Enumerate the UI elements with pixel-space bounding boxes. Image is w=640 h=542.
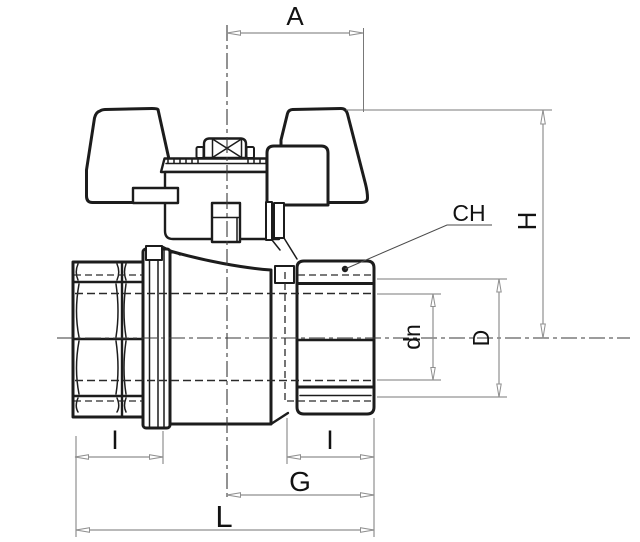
dimension-lines: [75, 32, 544, 531]
left-cap-chamfer-arcs: [75, 263, 127, 413]
right-cap-outline: [295, 259, 376, 416]
arrowhead-i-left-b: [149, 454, 164, 460]
hub-notch-inner-lines: [211, 216, 241, 243]
arrowhead-d-bottom: [496, 383, 502, 398]
dimension-labels: A CH H dn D I I G L: [111, 1, 542, 534]
arrowhead-dn-bottom: [430, 367, 436, 381]
arrowhead-l-right: [360, 527, 375, 533]
arrowhead-g-left: [226, 492, 241, 498]
label-g: G: [289, 466, 311, 497]
left-cap-hex-facet-lines: [71, 280, 145, 398]
dimension-arrowheads: [74, 30, 546, 533]
arrowhead-i-right-b: [360, 454, 375, 460]
stem-nut: [202, 137, 248, 160]
ext-dn: [377, 293, 441, 381]
hidden-lines: [74, 272, 373, 404]
label-h: H: [512, 212, 542, 231]
central-body: [168, 237, 298, 426]
arrowhead-dn-top: [430, 293, 436, 307]
hub-right-rib-outer: [273, 202, 285, 239]
arrowhead-a-right: [349, 30, 364, 36]
gland-block: [145, 245, 163, 261]
label-a: A: [286, 1, 304, 31]
right-wing-front-plate: [265, 144, 330, 207]
label-d: D: [468, 330, 494, 347]
bore-hidden-lines: [75, 292, 373, 382]
hub-notch: [210, 201, 242, 244]
ch-leader-line: [344, 224, 492, 270]
label-i-left: I: [111, 425, 119, 455]
ch-leader: [344, 224, 492, 270]
arrowhead-i-left-a: [74, 454, 89, 460]
ext-d: [377, 278, 507, 398]
valve-body-group: [71, 237, 376, 430]
hub-right-rib-inner: [265, 201, 273, 241]
right-cap-facet-lines-heavy: [295, 282, 376, 389]
left-end-cap: [71, 260, 145, 419]
label-i-right: I: [326, 425, 334, 455]
body-bottom-chamfer: [269, 411, 290, 426]
arrowhead-h-top: [540, 109, 546, 125]
thread-hidden-lines: [74, 274, 373, 402]
stem-ear-left: [195, 146, 205, 159]
gland-slant: [161, 245, 181, 256]
arrowhead-l-left: [75, 527, 90, 533]
centerlines: [57, 25, 630, 500]
hub-left-tab: [131, 186, 180, 205]
extension-lines: [75, 28, 552, 537]
hub-top-plate: [159, 157, 283, 174]
arrowhead-h-bottom: [540, 323, 546, 339]
stem-ear-right: [245, 146, 255, 159]
label-dn: dn: [399, 324, 425, 350]
arrowhead-d-top: [496, 278, 502, 293]
arrowhead-i-right-a: [286, 454, 301, 460]
stem-nut-inner-edges: [211, 138, 243, 159]
arrowhead-a-left: [226, 30, 241, 36]
arrowhead-g-right: [360, 492, 375, 498]
right-end-cap: [295, 259, 376, 416]
neck-chamfer-lines: [271, 237, 298, 260]
label-ch: CH: [452, 200, 485, 226]
label-l: L: [215, 499, 232, 534]
butterfly-handle: [85, 107, 369, 261]
